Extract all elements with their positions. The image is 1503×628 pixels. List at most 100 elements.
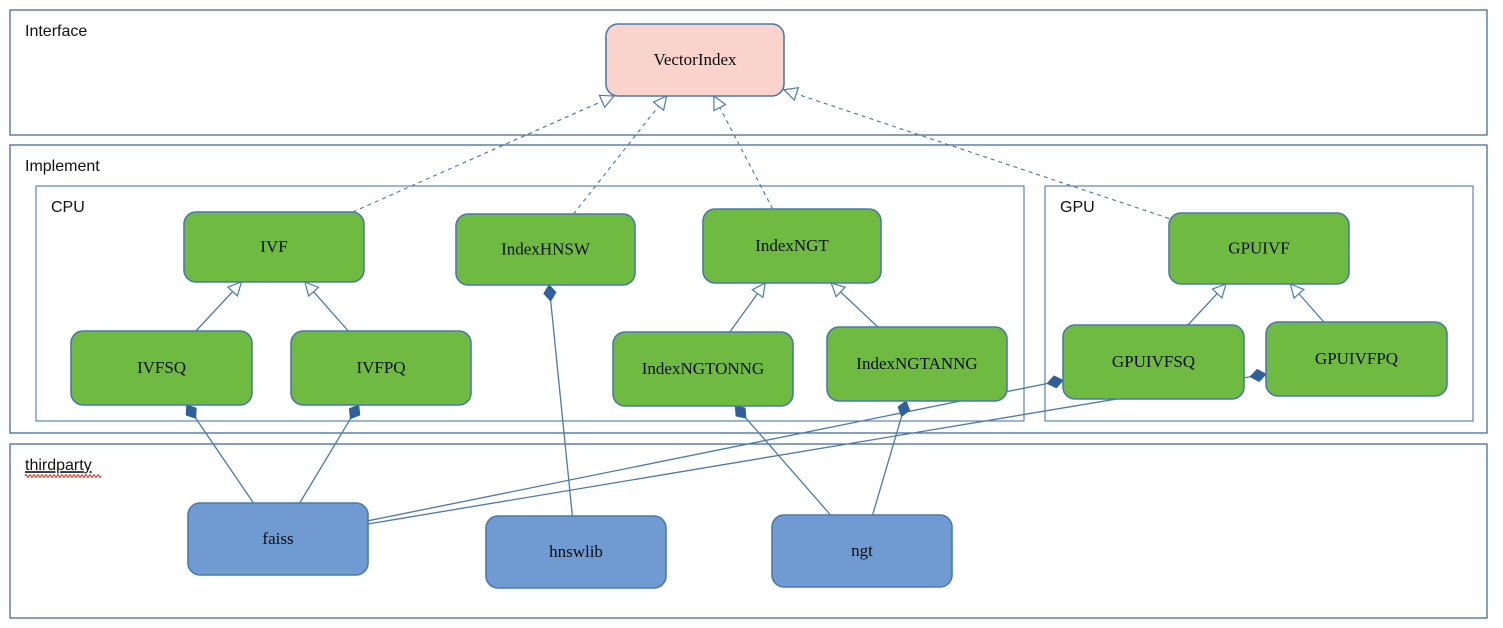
class-node-indexhnsw[interactable]: IndexHNSW xyxy=(455,213,636,286)
hollow-triangle-icon xyxy=(226,281,243,298)
class-node-box[interactable] xyxy=(1062,324,1245,400)
edge-e-ivf-vectorindex xyxy=(352,94,616,213)
group-label-implement: Implement xyxy=(25,158,100,175)
class-node-box[interactable] xyxy=(485,515,667,589)
class-node-ivfpq[interactable]: IVFPQ xyxy=(290,330,472,406)
edge-e-faiss-gpuivfsq xyxy=(367,375,1064,522)
class-node-label: VectorIndex xyxy=(653,50,737,69)
hollow-triangle-icon xyxy=(304,280,320,298)
class-node-label: IndexNGTANNG xyxy=(856,354,977,373)
group-label-thirdparty: thirdparty xyxy=(25,457,92,474)
edge-path xyxy=(719,107,774,210)
filled-diamond-icon xyxy=(185,404,197,419)
class-node-ivf[interactable]: IVF xyxy=(183,211,365,283)
hollow-triangle-icon xyxy=(830,282,847,298)
group-label-interface: Interface xyxy=(25,23,87,40)
class-node-box[interactable] xyxy=(605,23,785,97)
edge-e-indexngt-vectorindex xyxy=(713,94,774,210)
edge-e-faiss-ivfpq xyxy=(299,404,361,504)
edge-path xyxy=(550,300,574,517)
group-thirdparty: thirdparty xyxy=(9,443,1488,619)
edges-layer xyxy=(185,86,1325,525)
edge-e-ngtonng-indexngt xyxy=(729,281,767,333)
class-node-label: IndexNGTONNG xyxy=(642,359,764,378)
filled-diamond-icon xyxy=(543,284,557,302)
hollow-triangle-icon xyxy=(1211,283,1227,300)
edge-path xyxy=(871,416,903,516)
class-node-box[interactable] xyxy=(702,208,882,284)
class-node-label: hnswlib xyxy=(549,542,603,561)
class-node-label: GPUIVF xyxy=(1228,238,1289,257)
class-node-indexngt[interactable]: IndexNGT xyxy=(702,208,882,284)
class-node-label: IndexNGT xyxy=(755,236,829,255)
class-node-indexngtonng[interactable]: IndexNGTONNG xyxy=(612,331,794,407)
class-node-ngt[interactable]: ngt xyxy=(771,514,953,588)
edge-path xyxy=(840,291,879,328)
edge-e-ngt-indexngtanng xyxy=(871,400,911,516)
class-node-label: IVFPQ xyxy=(356,358,405,377)
edge-path xyxy=(729,293,759,333)
group-box-gpu xyxy=(1044,185,1474,422)
class-node-label: IVFSQ xyxy=(137,358,186,377)
edge-e-ngt-indexngtonng xyxy=(734,405,832,516)
class-node-gpuivfsq[interactable]: GPUIVFSQ xyxy=(1062,324,1245,400)
class-node-indexngtanng[interactable]: IndexNGTANNG xyxy=(826,326,1008,402)
edge-e-faiss-ivfsq xyxy=(185,404,255,504)
spellcheck-underline-thirdparty xyxy=(24,474,102,478)
edge-path xyxy=(367,382,1048,522)
edge-path xyxy=(352,100,603,213)
edge-path xyxy=(195,291,234,332)
class-node-box[interactable] xyxy=(1168,212,1350,285)
class-node-box[interactable] xyxy=(1265,321,1448,397)
group-cpu: CPU xyxy=(35,185,1025,422)
class-node-gpuivf[interactable]: GPUIVF xyxy=(1168,212,1350,285)
group-gpu: GPU xyxy=(1044,185,1474,422)
class-node-box[interactable] xyxy=(826,326,1008,402)
class-node-box[interactable] xyxy=(183,211,365,283)
edge-path xyxy=(313,291,349,332)
class-node-box[interactable] xyxy=(455,213,636,286)
hollow-triangle-icon xyxy=(782,86,800,102)
edge-path xyxy=(745,417,832,516)
filled-diamond-icon xyxy=(734,405,747,419)
group-label-cpu: CPU xyxy=(51,199,85,216)
class-node-label: GPUIVFSQ xyxy=(1112,352,1195,371)
class-node-label: IVF xyxy=(260,237,287,256)
class-node-hnswlib[interactable]: hnswlib xyxy=(485,515,667,589)
edge-path xyxy=(195,417,255,504)
class-node-box[interactable] xyxy=(70,330,253,406)
edge-path xyxy=(573,105,659,215)
class-node-box[interactable] xyxy=(290,330,472,406)
hollow-triangle-icon xyxy=(1289,282,1305,300)
filled-diamond-icon xyxy=(1046,375,1064,389)
edge-path xyxy=(367,376,1251,525)
class-node-label: ngt xyxy=(851,541,873,560)
class-node-ivfsq[interactable]: IVFSQ xyxy=(70,330,253,406)
class-node-label: faiss xyxy=(262,529,293,548)
class-node-label: IndexHNSW xyxy=(501,239,591,258)
class-node-vectorindex[interactable]: VectorIndex xyxy=(605,23,785,97)
edge-e-faiss-gpuivfpq xyxy=(367,368,1267,525)
class-node-box[interactable] xyxy=(187,502,369,576)
hollow-triangle-icon xyxy=(598,94,616,109)
hollow-triangle-icon xyxy=(751,281,767,299)
edge-e-ngtanng-indexngt xyxy=(830,282,879,328)
edge-path xyxy=(1187,293,1218,326)
edge-e-gpuivf-vectorindex xyxy=(782,86,1170,219)
edge-e-indexhnsw-vectorindex xyxy=(573,94,668,215)
edge-e-ivfsq-ivf xyxy=(195,281,243,332)
hollow-triangle-icon xyxy=(713,94,727,112)
class-node-gpuivfpq[interactable]: GPUIVFPQ xyxy=(1265,321,1448,397)
filled-diamond-icon xyxy=(348,404,361,420)
edge-path xyxy=(1298,293,1325,323)
edge-e-gpuivfsq-gpuivf xyxy=(1187,283,1227,326)
filled-diamond-icon xyxy=(897,400,911,418)
edge-path xyxy=(299,418,352,504)
edge-e-hnswlib-indexhnsw xyxy=(543,284,574,517)
class-node-box[interactable] xyxy=(771,514,953,588)
class-node-faiss[interactable]: faiss xyxy=(187,502,369,576)
edge-e-ivfpq-ivf xyxy=(304,280,349,332)
class-node-box[interactable] xyxy=(612,331,794,407)
